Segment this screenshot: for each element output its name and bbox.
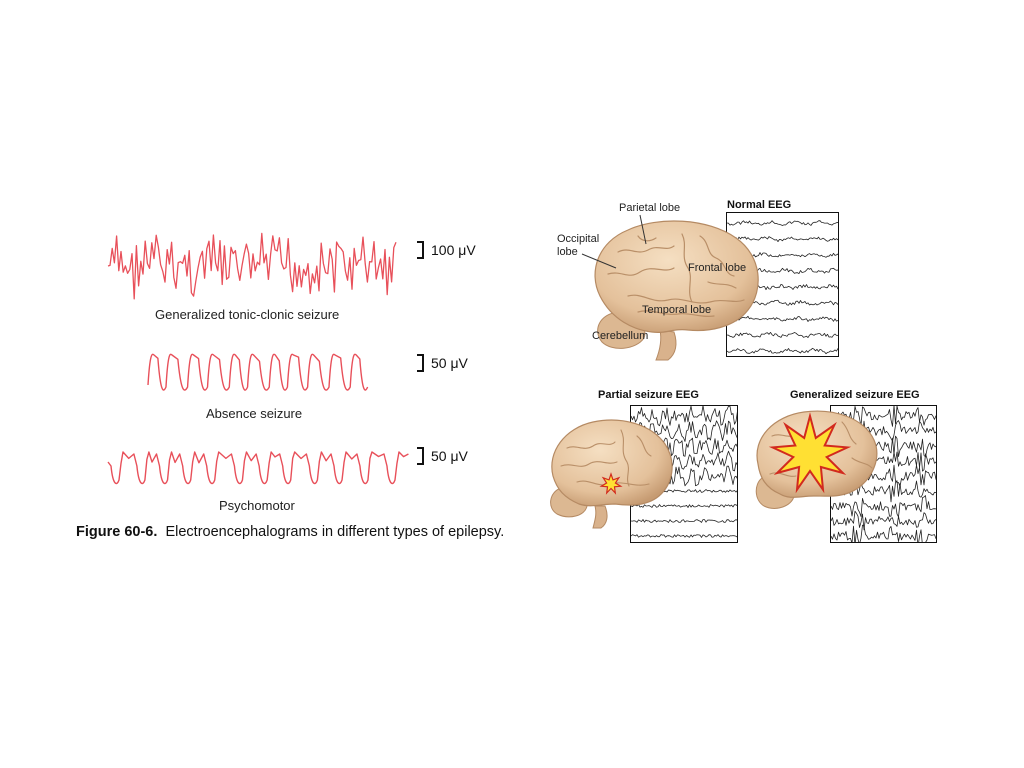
- frontal-lobe-label: Frontal lobe: [688, 262, 747, 274]
- trace-label: Psychomotor: [219, 498, 295, 513]
- tonic-clonic-trace: [107, 232, 397, 300]
- temporal-lobe-label: Temporal lobe: [642, 304, 712, 316]
- partial-eeg-title: Partial seizure EEG: [598, 389, 699, 401]
- scale-bar: [417, 447, 424, 465]
- scale-label: 50 μV: [431, 448, 468, 464]
- occipital-lobe-label: lobe: [557, 246, 578, 258]
- parietal-lobe-label: Parietal lobe: [619, 202, 681, 214]
- occipital-lobe-label: Occipital: [557, 233, 600, 245]
- generalized-eeg-title: Generalized seizure EEG: [790, 389, 920, 401]
- main-brain-illustration: [594, 220, 759, 361]
- partial-seizure-brain: [550, 419, 673, 529]
- trace-label: Generalized tonic-clonic seizure: [155, 307, 340, 322]
- scale-label: 50 μV: [431, 355, 468, 371]
- caption-figure-number: Figure 60-6.: [76, 524, 158, 540]
- scale-bar: [417, 354, 424, 372]
- generalized-seizure-brain: [755, 410, 878, 509]
- caption-text: Electroencephalograms in different types…: [165, 524, 505, 540]
- absence-seizure-trace: [147, 353, 369, 391]
- partial-seizure-focus: [599, 472, 623, 495]
- generalized-seizure-burst: [768, 412, 852, 494]
- scale-bar: [417, 241, 424, 259]
- normal-eeg-title: Normal EEG: [727, 199, 792, 211]
- figure-caption: Figure 60-6. Electroencephalograms in di…: [76, 524, 504, 540]
- psychomotor-trace: [107, 451, 409, 485]
- scale-label: 100 μV: [431, 242, 476, 258]
- trace-label: Absence seizure: [206, 406, 303, 421]
- cerebellum-label: Cerebellum: [592, 330, 649, 342]
